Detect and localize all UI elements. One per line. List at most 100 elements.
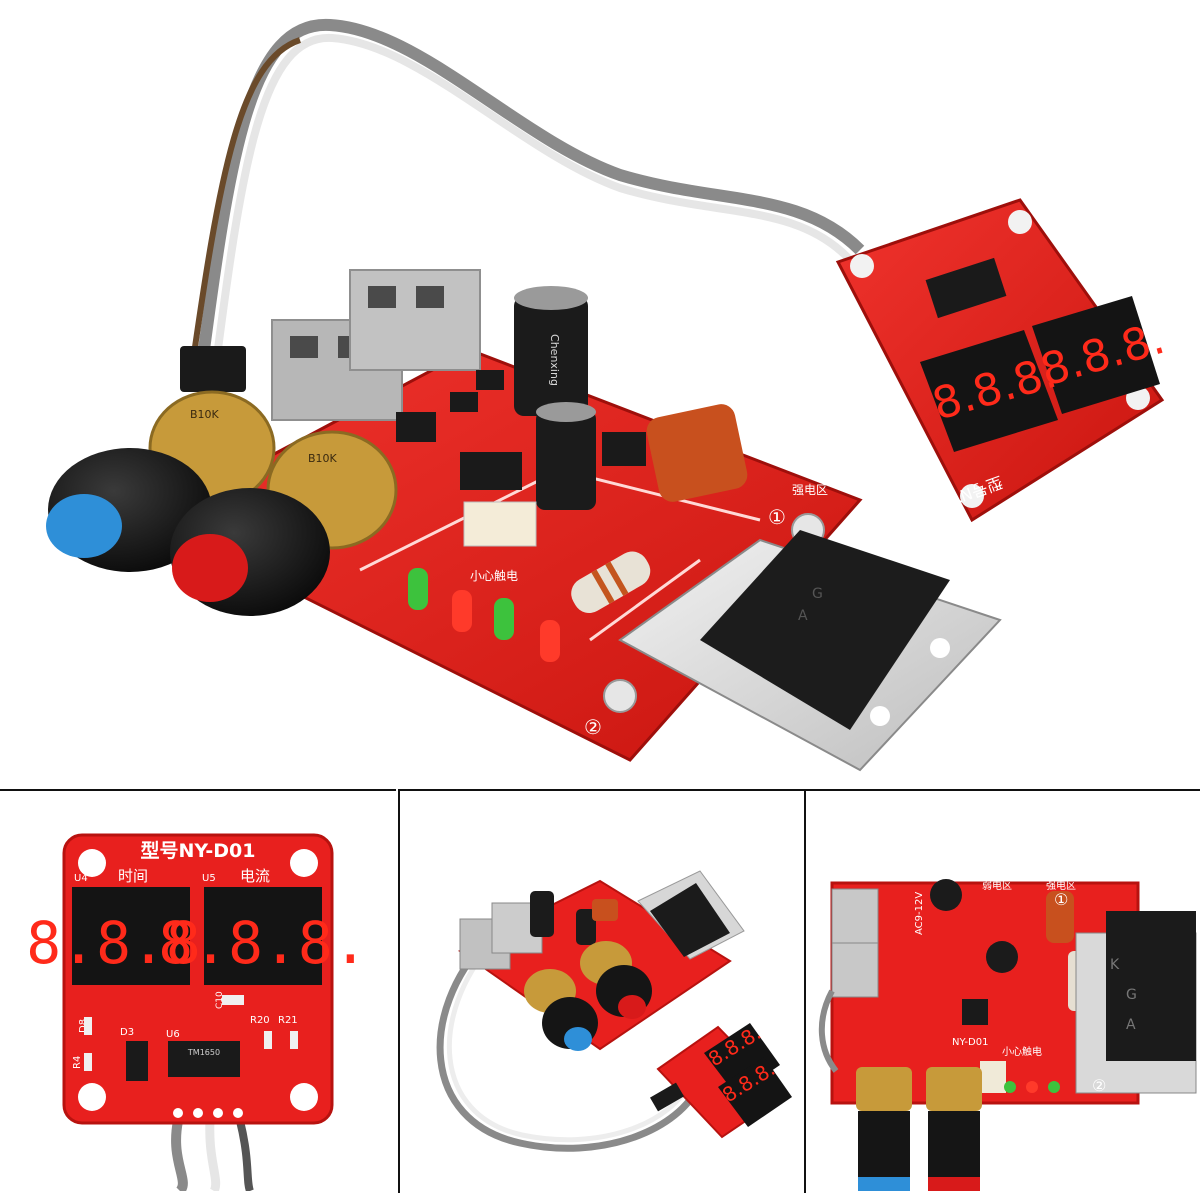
mounting-hole bbox=[290, 1083, 318, 1111]
svg-text:B10K: B10K bbox=[190, 408, 220, 421]
led-red bbox=[1026, 1081, 1038, 1093]
optocoupler bbox=[463, 501, 537, 547]
smd-resistor bbox=[290, 1031, 298, 1049]
electrolytic-capacitor-small bbox=[536, 402, 596, 510]
careful-label: 小心触电 bbox=[1002, 1045, 1042, 1058]
thyristor-k-label: K bbox=[1110, 957, 1120, 973]
u5-label: U5 bbox=[202, 873, 216, 884]
ic-chip bbox=[460, 452, 522, 490]
board-model-label: NY-D01 bbox=[952, 1037, 988, 1048]
knob-blue-cap bbox=[564, 1027, 592, 1051]
knob-blue[interactable] bbox=[46, 448, 212, 572]
d8-label: D8 bbox=[78, 1019, 89, 1033]
heatsink-hole bbox=[930, 638, 950, 658]
seven-segment-display-u5 bbox=[204, 887, 322, 985]
d3-label: D3 bbox=[120, 1027, 134, 1038]
careful-label: 小心触电 bbox=[470, 569, 518, 583]
header-pin bbox=[193, 1108, 203, 1118]
thyristor-a-label: A bbox=[1126, 1017, 1136, 1033]
thyristor-g-label: G bbox=[1126, 987, 1137, 1003]
film-capacitor bbox=[592, 899, 618, 921]
thyristor-a-label: A bbox=[798, 608, 808, 624]
hero-board-illustration: Chenxing ① ② 强电区 小心触电 G A B10K bbox=[46, 18, 1170, 772]
thyristor-g-label: G bbox=[812, 586, 823, 602]
led-green bbox=[408, 568, 428, 610]
seven-segment-display bbox=[718, 1057, 792, 1127]
smd-resistor bbox=[84, 1017, 92, 1035]
assembled-set-illustration: 8.8.8. 8.8.8. bbox=[436, 870, 792, 1152]
cable-connector bbox=[650, 1082, 684, 1112]
circle-one-label: ① bbox=[1054, 890, 1068, 909]
svg-text:B10K: B10K bbox=[308, 452, 338, 465]
led-red bbox=[452, 590, 472, 632]
r4-label: R4 bbox=[72, 1056, 83, 1069]
thyristor-module bbox=[1106, 911, 1196, 1061]
strong-zone-label: 强电区 bbox=[1046, 879, 1076, 892]
capacitor bbox=[576, 909, 596, 945]
capacitor bbox=[986, 941, 1018, 973]
u4-label: U4 bbox=[74, 873, 88, 884]
smd-resistor bbox=[84, 1053, 92, 1071]
smd-capacitor bbox=[222, 995, 244, 1005]
terminal-block bbox=[831, 888, 879, 944]
r20-label: R20 bbox=[250, 1015, 270, 1026]
ribbon-cable-white bbox=[210, 33, 855, 381]
cap-brand-text: Chenxing bbox=[548, 334, 561, 386]
terminal-block-right bbox=[349, 269, 481, 371]
seven-segment-display-u4 bbox=[72, 887, 190, 985]
power-resistor bbox=[571, 551, 651, 613]
header-pin bbox=[233, 1108, 243, 1118]
transistor bbox=[396, 412, 436, 442]
panel-board-top-view: G A K ① ② 弱电区 强电区 AC9-12V NY-D01 小心触电 bbox=[804, 789, 1200, 1193]
cable bbox=[818, 989, 839, 1073]
hero-product-photo: Chenxing ① ② 强电区 小心触电 G A B10K bbox=[46, 18, 1171, 772]
mounting-hole bbox=[78, 1083, 106, 1111]
led-green bbox=[1048, 1081, 1060, 1093]
ribbon-cable-gray bbox=[194, 18, 865, 381]
panel-assembled-set: 8.8.8. 8.8.8. bbox=[398, 789, 804, 1193]
ac-input-label: AC9-12V bbox=[914, 892, 925, 935]
ribbon-cable bbox=[446, 941, 695, 1143]
terminal-block bbox=[831, 942, 879, 998]
smd-component bbox=[476, 370, 504, 390]
d3-component bbox=[126, 1041, 148, 1081]
transistor bbox=[602, 432, 646, 466]
circle-two-label: ② bbox=[1092, 1076, 1106, 1095]
mounting-hole bbox=[290, 849, 318, 877]
current-label: 电流 bbox=[240, 867, 270, 885]
tm1650-chip bbox=[168, 1041, 240, 1077]
knob-red-cap bbox=[928, 1177, 980, 1191]
knob-red-cap bbox=[618, 995, 646, 1019]
capacitor bbox=[930, 879, 962, 911]
cable bbox=[171, 1120, 188, 1191]
led-green bbox=[494, 598, 514, 640]
circle-one-label: ① bbox=[768, 505, 786, 529]
ic-chip bbox=[962, 999, 988, 1025]
led-green bbox=[1004, 1081, 1016, 1093]
chip-brand-text: TM1650 bbox=[187, 1048, 220, 1057]
display-digits-u5: 8.8.8. bbox=[158, 909, 368, 977]
ribbon-cable bbox=[436, 938, 704, 1152]
film-capacitor bbox=[646, 404, 748, 502]
thyristor-module bbox=[700, 530, 950, 730]
board-top-view-illustration: G A K ① ② 弱电区 强电区 AC9-12V NY-D01 小心触电 bbox=[818, 879, 1197, 1191]
electrolytic-capacitor-large: Chenxing bbox=[514, 286, 588, 416]
ribbon-cable-brown bbox=[187, 37, 301, 383]
potentiometer bbox=[856, 1067, 912, 1111]
header-pin bbox=[213, 1108, 223, 1118]
circle-two-label: ② bbox=[584, 715, 602, 739]
cable bbox=[236, 1120, 254, 1191]
u6-label: U6 bbox=[166, 1029, 180, 1040]
knob-blue-cap bbox=[858, 1177, 910, 1191]
strong-zone-label: 强电区 bbox=[792, 483, 828, 497]
display-board-illustration: 型号NY-D01 U4 时间 U5 电流 8.8.8. 8.8.8. U6 D3… bbox=[26, 833, 368, 1191]
optocoupler bbox=[980, 1061, 1006, 1093]
smd-component bbox=[450, 392, 478, 412]
panel-display-board: 型号NY-D01 U4 时间 U5 电流 8.8.8. 8.8.8. U6 D3… bbox=[0, 789, 396, 1193]
potentiometer bbox=[926, 1067, 982, 1111]
led-red bbox=[540, 620, 560, 662]
capacitor bbox=[530, 891, 554, 937]
knob-red[interactable] bbox=[170, 488, 330, 616]
display-digits-u4: 8.8.8. bbox=[26, 909, 236, 977]
weak-zone-label: 弱电区 bbox=[982, 879, 1012, 892]
